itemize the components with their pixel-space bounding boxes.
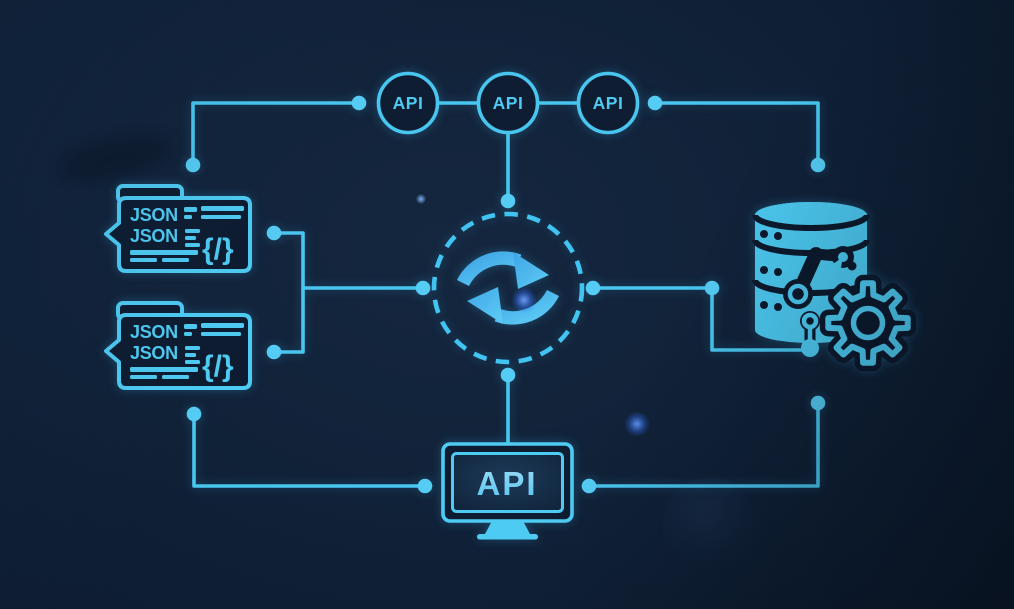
- connector-dot: [351, 95, 367, 111]
- api-node-label: API: [493, 93, 524, 113]
- monitor-label: API: [476, 465, 537, 502]
- code-braces-label: {/}: [202, 233, 234, 266]
- connector-dot: [266, 344, 282, 360]
- line-json-merge: [272, 231, 305, 354]
- connector-dot: [810, 395, 826, 411]
- connector-dots: [185, 95, 826, 494]
- monitor-screen: [451, 452, 564, 513]
- json-label-2: JSON: [130, 343, 178, 363]
- connector-dot: [500, 367, 516, 383]
- connector-dot: [704, 280, 720, 296]
- api-node-label: API: [593, 93, 624, 113]
- monitor-icon: API: [441, 442, 574, 540]
- connector-dot: [585, 280, 601, 296]
- api-node-3: API: [576, 71, 640, 135]
- json-label-2: JSON: [130, 226, 178, 246]
- connector-dot: [500, 193, 516, 209]
- connector-dot: [185, 157, 201, 173]
- json-file-icon-1: JSON JSON {/}: [104, 184, 252, 273]
- connector-dot: [186, 406, 202, 422]
- database-automation-group: [752, 202, 917, 372]
- connector-dot: [266, 225, 282, 241]
- line-topright: [653, 101, 820, 167]
- connector-dot: [417, 478, 433, 494]
- connector-dot: [647, 95, 663, 111]
- line-hub-to-db: [591, 286, 803, 352]
- api-node-circle: [476, 71, 540, 135]
- monitor-stand: [485, 521, 530, 534]
- api-node-2: API: [476, 71, 540, 135]
- line-bottomright: [587, 401, 820, 488]
- api-node-label: API: [393, 93, 424, 113]
- json-file-icon-2: JSON JSON {/}: [104, 301, 252, 390]
- connector-dot: [810, 157, 826, 173]
- doc-lines: [130, 323, 244, 379]
- json-label-1: JSON: [130, 205, 178, 225]
- doc-lines: [130, 206, 244, 262]
- json-label-1: JSON: [130, 322, 178, 342]
- gear-icon: [819, 274, 917, 372]
- sync-hub: [431, 211, 585, 365]
- connector-dot: [415, 280, 431, 296]
- robot-arm-icon: [783, 246, 857, 309]
- connector-dot: [581, 478, 597, 494]
- connector-pin-icon: [800, 311, 820, 357]
- line-topleft: [191, 101, 361, 167]
- line-bottomleft: [192, 412, 427, 488]
- sync-arrows-icon: [456, 251, 560, 325]
- dashed-ring: [431, 211, 585, 365]
- api-node-circle: [576, 71, 640, 135]
- api-node-circle: [376, 71, 440, 135]
- connector-lines: [191, 101, 820, 488]
- monitor-stand-base: [477, 534, 538, 540]
- api-node-1: API: [376, 71, 440, 135]
- code-braces-label: {/}: [202, 350, 234, 383]
